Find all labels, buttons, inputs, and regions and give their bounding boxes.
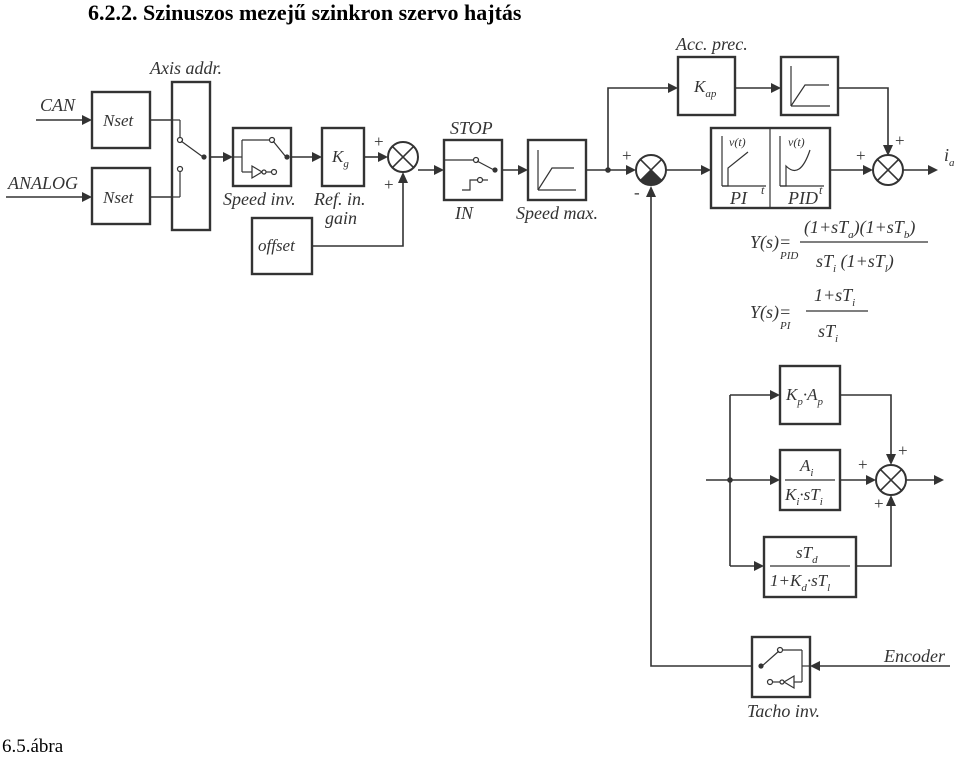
speed-inv-block <box>231 126 293 188</box>
pi-response-icon <box>722 151 749 187</box>
analog-arrow <box>82 192 92 202</box>
pid-label: PID <box>787 188 818 208</box>
svg-text:Y(s)=: Y(s)= <box>750 302 791 323</box>
svg-text:Ai: Ai <box>799 456 813 479</box>
figure-caption: 6.5.ábra <box>2 736 64 757</box>
svg-text:1+Kd·sTl: 1+Kd·sTl <box>770 571 830 594</box>
svg-text:t: t <box>761 183 765 197</box>
offset-label: offset <box>258 236 296 255</box>
pi-label: PI <box>729 188 748 208</box>
limiter-icon <box>537 167 574 191</box>
svg-text:Ki·sTi: Ki·sTi <box>784 485 823 508</box>
in-label: IN <box>454 203 474 223</box>
ref-in-gain-label-1: Ref. in. <box>313 189 366 209</box>
svg-text:Kp·Ap: Kp·Ap <box>785 385 823 408</box>
svg-text:+: + <box>898 441 908 460</box>
svg-text:-: - <box>634 183 640 202</box>
stop-block <box>442 138 504 202</box>
speed-inv-switch <box>272 140 287 158</box>
speed-feedback-line <box>650 195 752 667</box>
axis-addr-label: Axis addr. <box>149 58 222 78</box>
svg-text:1+sTi: 1+sTi <box>814 285 855 309</box>
svg-text:+: + <box>856 146 866 165</box>
kap-label: Kap <box>693 77 717 100</box>
encoder-label: Encoder <box>883 646 946 666</box>
svg-text:+: + <box>895 131 905 150</box>
tacho-inv-label: Tacho inv. <box>747 701 820 721</box>
d-block <box>762 535 858 599</box>
svg-text:+: + <box>874 494 884 513</box>
svg-text:t: t <box>819 183 823 197</box>
svg-text:Y(s)=: Y(s)= <box>750 232 791 253</box>
svg-text:+: + <box>374 132 384 151</box>
pi-transfer-function: Y(s)= PI 1+sTi sTi <box>750 285 868 345</box>
nset-can-label: Nset <box>102 111 135 130</box>
ia-label: ia <box>944 145 955 169</box>
speed-inv-inverter-icon <box>251 164 264 180</box>
pid-response-icon <box>780 149 811 187</box>
kg-label: Kg <box>331 147 349 170</box>
nset-analog-block <box>90 166 152 226</box>
svg-text:PI: PI <box>779 320 792 332</box>
svg-text:v(t): v(t) <box>729 135 746 149</box>
svg-text:PID: PID <box>779 250 798 262</box>
kap-block <box>676 55 737 117</box>
stop-switch <box>476 160 495 171</box>
svg-text:(1+sTa)(1+sTb): (1+sTa)(1+sTb) <box>804 217 915 241</box>
analog-label: ANALOG <box>7 173 78 193</box>
ref-in-gain-label-2: gain <box>325 208 357 228</box>
svg-text:sTi (1+sTl): sTi (1+sTl) <box>816 251 894 275</box>
acc-prec-label: Acc. prec. <box>675 34 748 54</box>
offset-line <box>312 181 404 247</box>
tacho-inv-inverter-icon <box>782 674 795 690</box>
step-icon <box>462 179 478 191</box>
can-arrow <box>82 115 92 125</box>
svg-text:+: + <box>622 146 632 165</box>
section-title: 6.2.2. Szinuszos mezejű szinkron szervo … <box>88 0 522 25</box>
axis-addr-switch <box>180 140 204 158</box>
svg-text:sTi: sTi <box>818 321 838 345</box>
ff-limiter-icon <box>790 84 829 107</box>
speed-max-block <box>526 138 588 202</box>
can-label: CAN <box>40 95 76 115</box>
speed-max-label: Speed max. <box>516 203 598 223</box>
svg-text:+: + <box>384 175 394 194</box>
svg-text:+: + <box>858 455 868 474</box>
feedforward-line <box>607 87 669 170</box>
stop-label: STOP <box>450 118 493 138</box>
tacho-inv-switch <box>761 650 780 667</box>
pid-transfer-function: Y(s)= PID (1+sTa)(1+sTb) sTi (1+sTl) <box>750 217 928 275</box>
speed-inv-label: Speed inv. <box>223 189 296 209</box>
negative-input-marker <box>640 170 662 185</box>
p-block <box>778 364 842 426</box>
nset-analog-label: Nset <box>102 188 135 207</box>
svg-text:v(t): v(t) <box>788 135 805 149</box>
